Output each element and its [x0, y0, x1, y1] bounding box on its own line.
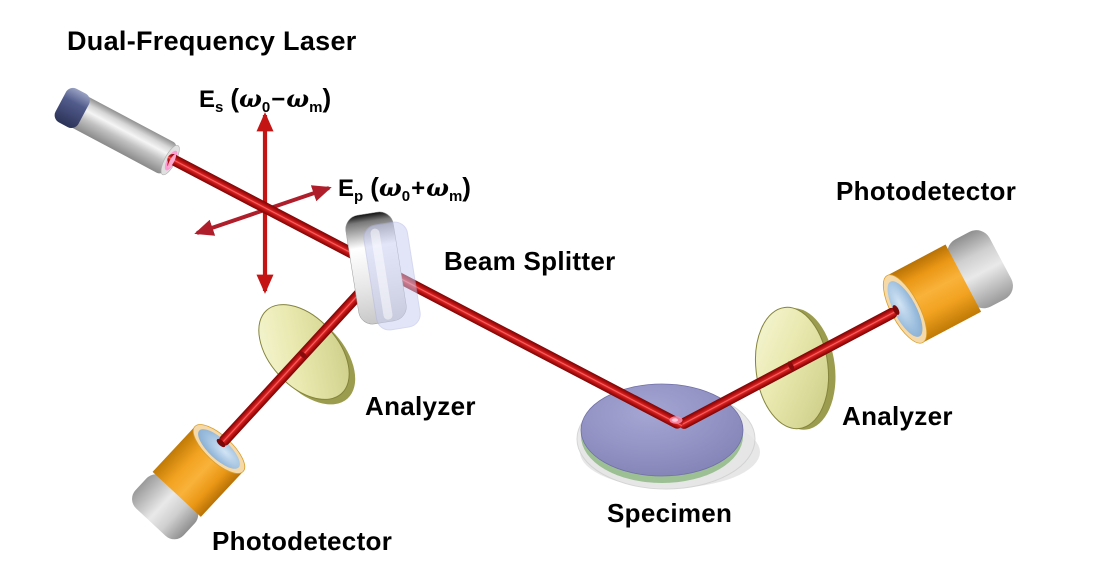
omega-symbol: ω [426, 173, 449, 202]
beam-splitter [345, 211, 421, 331]
photodetector-left-label: Photodetector [212, 526, 393, 556]
specimen-label: Specimen [607, 498, 733, 528]
omega-symbol: ω [286, 84, 310, 113]
omega-symbol: ω [378, 173, 402, 202]
omega-symbol: ω [239, 84, 262, 113]
ep-field-subscript: p [354, 188, 364, 205]
photodetector-right-label: Photodetector [836, 176, 1017, 206]
analyzer-left-beam-dot [298, 351, 308, 359]
main-laser-beam [167, 154, 683, 429]
laser-exit-glint [167, 154, 177, 168]
dual-frequency-laser [54, 87, 180, 176]
photodetector-right-window [887, 281, 923, 337]
laser-body [56, 89, 177, 174]
photodetector-left-window [198, 429, 240, 469]
photodetector-left-back [132, 474, 199, 540]
beam-splitter-highlight [370, 228, 393, 320]
es-beam-label: Es(ω0−ωm) [199, 83, 332, 116]
analyzer-right-label: Analyzer [842, 401, 953, 431]
photodetector-left [132, 424, 246, 540]
diagram-title: Dual-Frequency Laser [67, 26, 357, 56]
ep-beam-label: Ep(ω0+ωm) [338, 172, 471, 205]
es-field-subscript: s [215, 99, 224, 116]
analyzer-left-label: Analyzer [365, 391, 476, 421]
photodetector-right [882, 230, 1013, 344]
photodetector-left-body [152, 426, 244, 517]
beam-splitter-label: Beam Splitter [444, 246, 616, 276]
specimen-impact-glint-core [672, 418, 678, 422]
ep-field-symbol: E [338, 175, 355, 202]
es-field-symbol: E [199, 86, 216, 113]
specimen-disk [576, 383, 760, 490]
specimen-reflected-beam [678, 307, 898, 429]
photodetector-right-back [947, 230, 1013, 309]
analyzer-right-beam-dot [787, 361, 795, 371]
beam-endcap-right [892, 305, 900, 315]
beam-endcap-left [216, 438, 226, 448]
specimen-top-face [580, 383, 744, 477]
laser-cap [54, 87, 90, 129]
